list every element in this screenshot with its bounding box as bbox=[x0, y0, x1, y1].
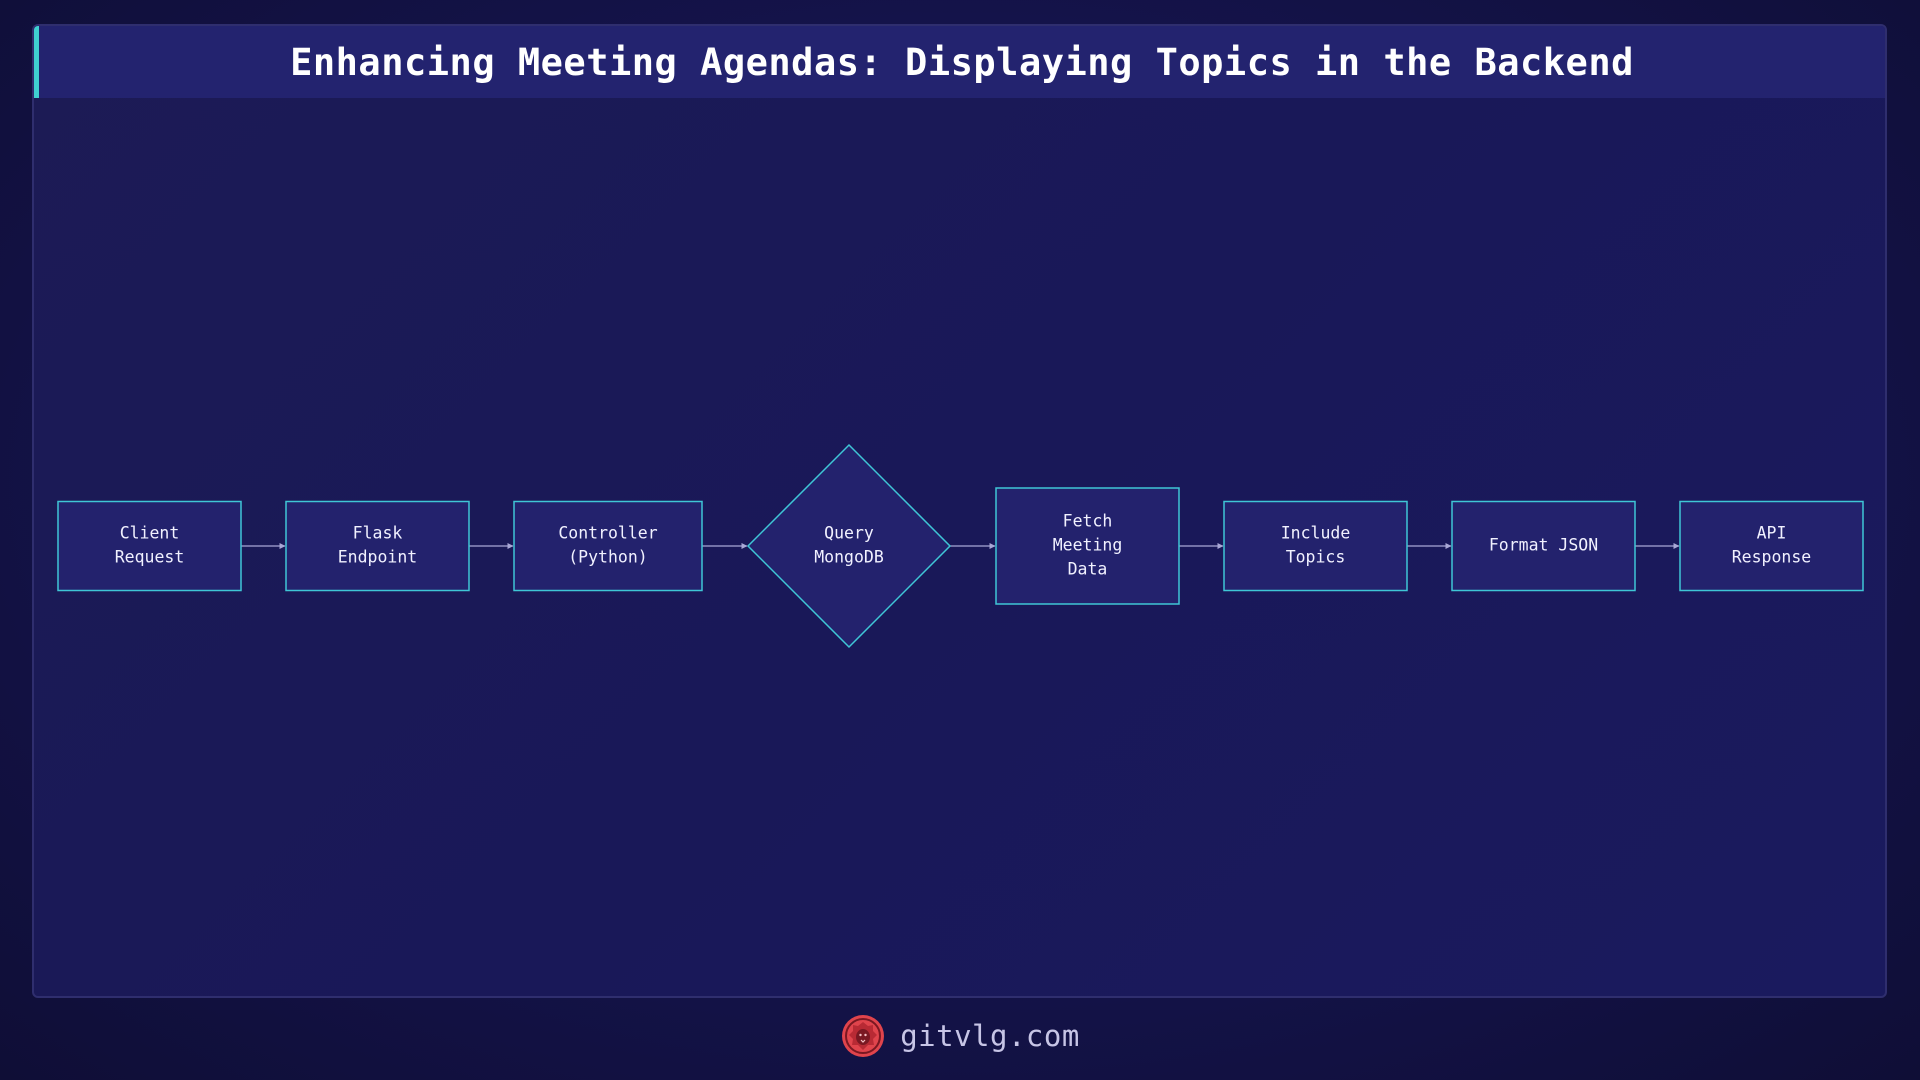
node-shape-rect bbox=[1679, 500, 1864, 592]
title-bar: Enhancing Meeting Agendas: Displaying To… bbox=[34, 26, 1885, 98]
node-shape-rect bbox=[57, 500, 242, 592]
node-shape-diamond bbox=[746, 443, 952, 649]
node-shape-rect bbox=[1451, 500, 1636, 592]
node-label: Query bbox=[824, 524, 874, 543]
node-api-response: API Response bbox=[1679, 500, 1864, 592]
node-shape-rect bbox=[1223, 500, 1408, 592]
lion-logo-icon bbox=[842, 1015, 885, 1057]
node-shape-rect bbox=[513, 500, 703, 592]
node-label: Format JSON bbox=[1489, 536, 1598, 555]
node-label: Response bbox=[1732, 548, 1811, 567]
node-label: Data bbox=[1068, 560, 1108, 579]
node-controller-python: Controller (Python) bbox=[513, 500, 703, 592]
footer-domain: gitvlg.com bbox=[900, 1019, 1080, 1053]
node-label: Include bbox=[1281, 524, 1351, 543]
node-label: Controller bbox=[558, 524, 657, 543]
footer: gitvlg.com bbox=[0, 1010, 1920, 1062]
node-format-json: Format JSON bbox=[1451, 500, 1636, 592]
node-label: Fetch bbox=[1063, 512, 1113, 531]
node-label: (Python) bbox=[568, 548, 647, 567]
node-label: Endpoint bbox=[338, 548, 417, 567]
page-title: Enhancing Meeting Agendas: Displaying To… bbox=[290, 40, 1634, 84]
node-label: Client bbox=[120, 524, 180, 543]
node-shape-rect bbox=[995, 487, 1180, 605]
node-label: API bbox=[1757, 524, 1787, 543]
node-label: Topics bbox=[1286, 548, 1346, 567]
node-label: Request bbox=[115, 548, 185, 567]
node-shape-rect bbox=[285, 500, 470, 592]
node-label: Flask bbox=[353, 524, 403, 543]
node-label: MongoDB bbox=[814, 548, 884, 567]
node-label: Meeting bbox=[1053, 536, 1123, 555]
